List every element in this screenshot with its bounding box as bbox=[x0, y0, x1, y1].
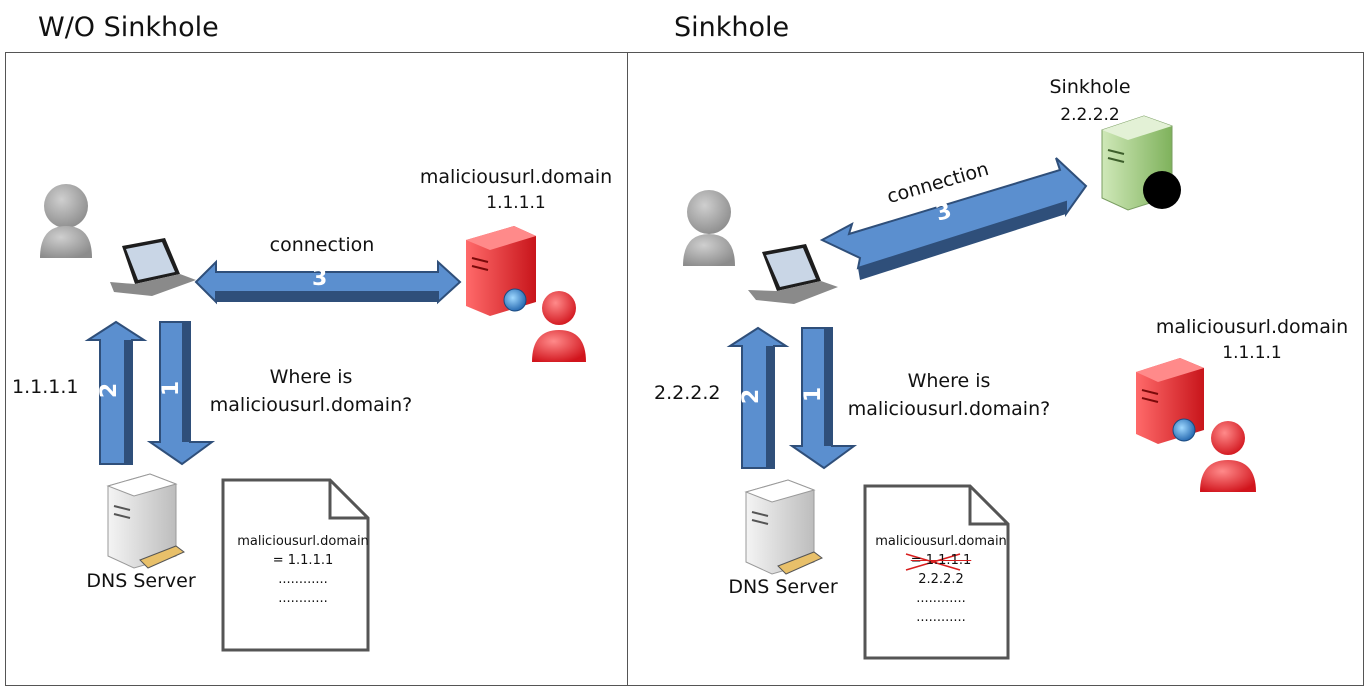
dns-reply-ip: 2.2.2.2 bbox=[654, 382, 721, 404]
malicious-ip-label: 1.1.1.1 bbox=[1222, 343, 1282, 363]
dns-server-icon bbox=[744, 479, 823, 575]
right-panel-title: Sinkhole bbox=[674, 12, 790, 43]
doc-entry-dots: ............ bbox=[278, 572, 328, 587]
step-2-number: 2 bbox=[739, 388, 765, 405]
hacker-icon bbox=[532, 291, 586, 362]
document-icon bbox=[863, 484, 1010, 660]
malicious-ip-label: 1.1.1.1 bbox=[486, 193, 546, 213]
doc-entry-domain: maliciousurl.domain bbox=[875, 534, 1007, 549]
doc-entry-dots: ............ bbox=[916, 591, 966, 606]
doc-entry-sinkhole-ip: 2.2.2.2 bbox=[918, 572, 964, 587]
doc-entry-struck-ip: = 1.1.1.1 bbox=[910, 553, 972, 568]
globe-icon bbox=[503, 288, 527, 312]
sinkhole-hole bbox=[1143, 171, 1181, 209]
user-icon bbox=[683, 190, 735, 266]
sinkhole-ip-label: 2.2.2.2 bbox=[1060, 105, 1120, 125]
dns-server-label: DNS Server bbox=[86, 570, 196, 592]
step-1-arrow-left bbox=[146, 321, 216, 466]
dns-question-line2: maliciousurl.domain? bbox=[209, 394, 413, 416]
doc-entry-domain: maliciousurl.domain bbox=[237, 534, 369, 549]
doc-entry-ip: = 1.1.1.1 bbox=[272, 553, 334, 568]
step-1-number: 1 bbox=[801, 386, 827, 403]
malicious-domain-label: maliciousurl.domain bbox=[1155, 316, 1349, 338]
malicious-domain-label: maliciousurl.domain bbox=[419, 166, 613, 188]
doc-entry-dots: ............ bbox=[278, 591, 328, 606]
hacker-icon bbox=[1200, 421, 1256, 492]
dns-question-line1: Where is bbox=[907, 370, 991, 392]
dns-question-line2: maliciousurl.domain? bbox=[847, 398, 1051, 420]
connection-label: connection bbox=[269, 234, 375, 256]
connection-arrow-left bbox=[194, 259, 462, 305]
step-1-arrow-right bbox=[788, 327, 858, 470]
dns-server-icon bbox=[106, 473, 185, 569]
dns-server-label: DNS Server bbox=[728, 576, 838, 598]
document-icon bbox=[221, 478, 370, 652]
dns-reply-ip: 1.1.1.1 bbox=[12, 376, 79, 398]
user-icon bbox=[40, 184, 92, 258]
left-panel-title: W/O Sinkhole bbox=[38, 12, 219, 43]
globe-icon bbox=[1172, 418, 1196, 442]
step-2-arrow-right bbox=[726, 326, 790, 469]
strike-mark bbox=[905, 553, 961, 571]
panel-border bbox=[5, 52, 1364, 686]
laptop-icon bbox=[110, 238, 196, 296]
step-3-number: 3 bbox=[312, 266, 328, 291]
step-2-arrow-left bbox=[84, 320, 148, 465]
laptop-icon bbox=[748, 244, 838, 304]
connection-arrow-right bbox=[819, 157, 1088, 280]
step-1-number: 1 bbox=[159, 380, 185, 397]
dns-question-line1: Where is bbox=[269, 366, 353, 388]
sinkhole-label: Sinkhole bbox=[1049, 76, 1131, 98]
step-2-number: 2 bbox=[97, 382, 123, 399]
doc-entry-dots: ............ bbox=[916, 610, 966, 625]
